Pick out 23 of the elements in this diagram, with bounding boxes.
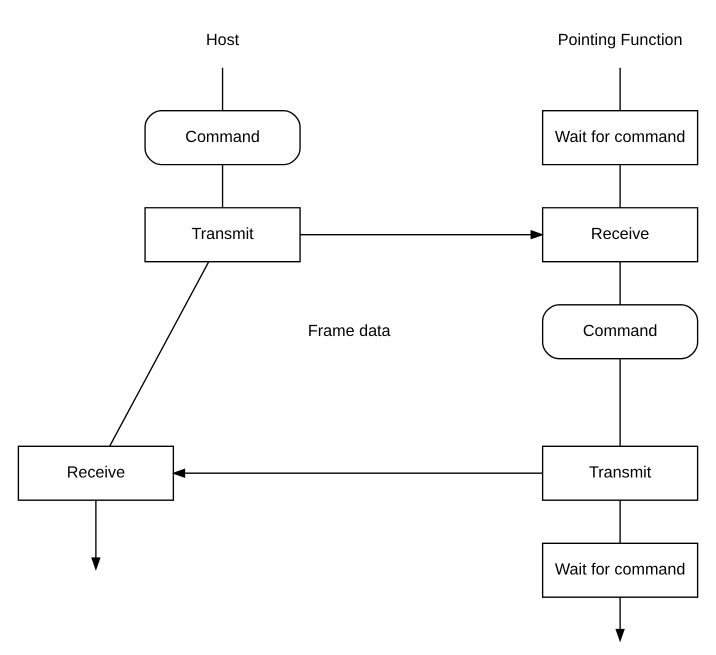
label: Frame data xyxy=(308,322,391,340)
connector xyxy=(222,164,224,208)
node-box: Transmit xyxy=(144,207,301,262)
connector xyxy=(619,262,621,305)
node-box: Command xyxy=(542,304,698,360)
arrow xyxy=(91,500,101,571)
connector xyxy=(619,68,621,111)
node-box: Wait for command xyxy=(542,542,698,598)
node-text: Pointing Function xyxy=(558,30,683,49)
arrow xyxy=(300,230,544,240)
arrow xyxy=(615,598,625,642)
connector xyxy=(619,164,621,208)
node-box: Wait for command xyxy=(542,110,698,166)
connector xyxy=(109,261,210,447)
node-box: Receive xyxy=(18,446,174,501)
node-box: Transmit xyxy=(542,446,698,501)
node-text: Host xyxy=(206,30,240,49)
node-box: Command xyxy=(144,110,301,166)
connector xyxy=(619,359,621,446)
connector xyxy=(619,500,621,544)
arrow xyxy=(172,468,543,478)
node-box: Receive xyxy=(542,207,698,262)
connector xyxy=(222,68,224,111)
